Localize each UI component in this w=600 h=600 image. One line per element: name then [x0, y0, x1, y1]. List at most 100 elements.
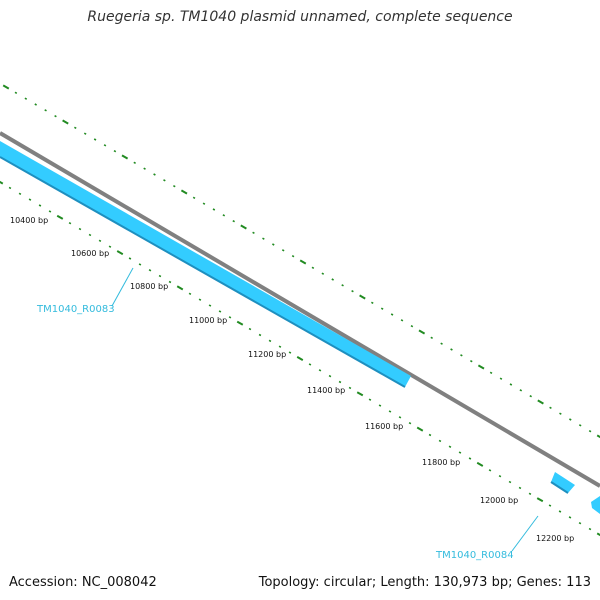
major-tick	[536, 497, 544, 503]
minor-tick	[252, 231, 255, 234]
map-title: Ruegeria sp. TM1040 plasmid unnamed, com…	[87, 9, 513, 25]
backbone-line	[0, 131, 600, 488]
minor-tick	[281, 249, 285, 252]
tick-label: 12200 bp	[536, 534, 574, 543]
tick-label: 11400 bp	[307, 386, 345, 395]
minor-tick	[468, 457, 472, 460]
minor-tick	[208, 304, 212, 307]
minor-tick	[428, 433, 432, 437]
major-tick	[121, 154, 129, 160]
minor-tick	[192, 196, 196, 199]
minor-tick	[128, 257, 132, 260]
minor-tick	[528, 492, 532, 495]
minor-tick	[509, 383, 513, 386]
minor-tick	[168, 280, 172, 284]
minor-tick	[258, 333, 262, 337]
minor-tick	[378, 404, 382, 407]
gene-tm1040-r0084[interactable]	[551, 472, 575, 493]
major-tick	[2, 84, 10, 90]
minor-tick	[272, 243, 275, 246]
minor-tick	[268, 339, 272, 343]
minor-tick	[588, 430, 592, 433]
minor-tick	[341, 284, 344, 287]
minor-tick	[518, 486, 522, 490]
minor-tick	[380, 307, 384, 310]
accession-text: Accession: NC_008042	[9, 575, 157, 590]
major-tick	[356, 391, 364, 397]
gene-partial-right[interactable]	[591, 496, 600, 514]
minor-tick	[321, 272, 325, 275]
gene-tm1040-r0083-edge	[0, 156, 406, 388]
tick-label: 10400 bp	[10, 216, 48, 225]
minor-tick	[34, 103, 37, 106]
tick-label: 12000 bp	[480, 496, 518, 505]
minor-tick	[48, 210, 52, 213]
minor-tick	[68, 222, 72, 225]
minor-tick	[108, 245, 112, 248]
minor-tick	[28, 198, 32, 201]
minor-tick	[83, 132, 87, 135]
major-tick	[240, 224, 247, 230]
major-tick	[416, 426, 424, 432]
gene-tm1040-r0083[interactable]	[0, 141, 411, 387]
minor-tick	[499, 377, 503, 380]
major-tick	[359, 294, 366, 300]
minor-tick	[318, 369, 322, 372]
minor-tick	[588, 527, 592, 531]
minor-tick	[202, 202, 206, 205]
minor-tick	[173, 185, 176, 188]
minor-tick	[143, 167, 146, 170]
minor-tick	[222, 214, 226, 217]
minor-tick	[8, 186, 12, 190]
minor-tick	[438, 439, 442, 443]
tick-labels: 10400 bp 10600 bp 10800 bp 11000 bp 1120…	[10, 216, 574, 543]
gene-label-r0084[interactable]: TM1040_R0084	[435, 550, 514, 561]
minor-tick	[113, 150, 117, 153]
minor-tick	[153, 173, 156, 176]
minor-tick	[460, 354, 463, 357]
minor-tick	[24, 97, 28, 100]
minor-tick	[198, 298, 202, 301]
minor-tick	[262, 237, 265, 240]
minor-tick	[18, 192, 22, 195]
major-tick	[56, 214, 64, 220]
minor-tick	[133, 161, 136, 164]
major-tick	[116, 250, 124, 256]
gene-r0084-leader	[511, 515, 539, 552]
minor-tick	[308, 363, 312, 366]
minor-tick	[489, 371, 493, 374]
minor-tick	[498, 475, 502, 478]
minor-tick	[93, 138, 97, 141]
minor-tick	[278, 345, 282, 348]
gene-tm1040-r0084-edge	[550, 481, 569, 494]
minor-tick	[440, 342, 443, 345]
major-tick	[236, 320, 244, 326]
outer-tick-track	[2, 84, 600, 439]
tick-label: 10600 bp	[71, 249, 109, 258]
major-tick	[296, 356, 304, 361]
minor-tick	[351, 290, 354, 293]
minor-tick	[14, 91, 18, 94]
major-tick	[0, 180, 4, 185]
minor-tick	[390, 313, 394, 316]
minor-tick	[88, 233, 92, 237]
tick-label: 11000 bp	[189, 316, 227, 325]
minor-tick	[448, 445, 452, 448]
major-tick	[418, 329, 426, 335]
minor-tick	[519, 389, 523, 392]
minor-tick	[568, 516, 572, 519]
tick-label: 11800 bp	[422, 458, 460, 467]
minor-tick	[54, 115, 57, 118]
minor-tick	[148, 269, 152, 272]
minor-tick	[470, 360, 473, 363]
minor-tick	[212, 208, 216, 211]
tick-label: 11600 bp	[365, 422, 403, 431]
minor-tick	[74, 126, 77, 129]
minor-tick	[529, 395, 532, 398]
minor-tick	[218, 310, 222, 313]
minor-tick	[44, 109, 47, 112]
gene-label-r0083[interactable]: TM1040_R0083	[36, 304, 115, 315]
minor-tick	[388, 410, 392, 413]
minor-tick	[103, 144, 107, 147]
